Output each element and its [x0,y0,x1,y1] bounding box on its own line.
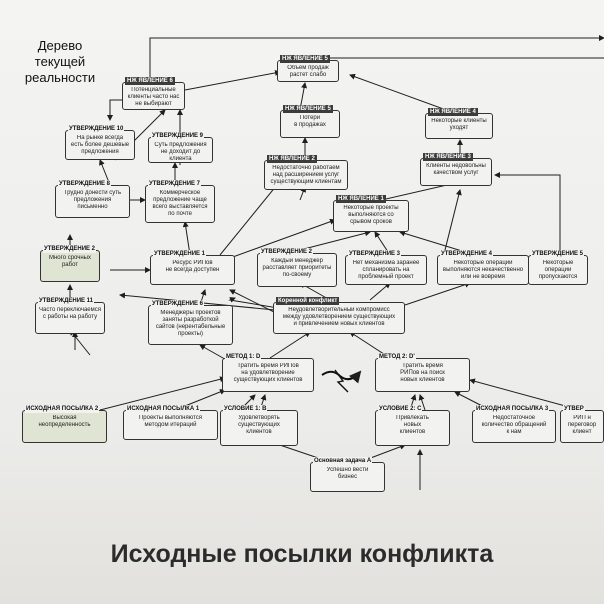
node-text: Некоторые проекты выполняются со срывом … [343,205,399,225]
node-u3: УТВЕРЖДЕНИЕ 3 Нет механизма заранее сплан… [345,250,427,285]
node-header: НЖ ЯВЛЕНИЕ 1 [336,195,386,203]
node-header: НЖ ЯВЛЕНИЕ 6 [125,77,175,85]
node-text: РИП н переговор клиент [567,415,597,435]
node-header: УТВЕРЖДЕНИЕ 6 [151,300,205,308]
node-header: УТВЕРЖДЕНИЕ 10 [68,125,125,133]
node-text: Объем продаж растет слабо [287,65,329,78]
node-text: Много срочных работ [48,255,91,268]
node-text: Некоторые клиенты уходят [431,118,487,131]
node-ne_mid: НЖ ЯВЛЕНИЕ 5 Потери в продажах [280,105,340,138]
node-text: Неудовлетворительный компромисс между уд… [282,307,396,327]
node-header: УТВЕРЖДЕНИЕ 5 [531,250,585,258]
node-header: НЖ ЯВЛЕНИЕ 4 [428,108,478,116]
node-u5: УТВЕРЖДЕНИЕ 5 Некоторые операции пропуска… [528,250,588,285]
node-header: ИСХОДНАЯ ПОСЫЛКА 1 [126,405,201,413]
node-text: Ресурс РИПов не всегда доступен [165,260,220,273]
node-header: УТВЕР [563,405,585,413]
diagram-title: Дерево текущей реальности [24,38,96,85]
node-text: Клиенты недовольны качеством услуг [426,163,486,176]
node-header: УСЛОВИЕ 1: B [223,405,268,413]
node-text: Каждый менеджер расставляет приоритеты п… [262,258,332,278]
node-text: Нет механизма заранее спланировать на пр… [352,260,420,280]
node-header: УТВЕРЖДЕНИЕ 9 [151,132,205,140]
node-header: УТВЕРЖДЕНИЕ 2 [260,248,314,256]
node-header: ИСХОДНАЯ ПОСЫЛКА 3 [475,405,550,413]
node-ne6: НЖ ЯВЛЕНИЕ 6 Потенциальные клиенты часто … [122,77,185,110]
node-text: Менеджеры проектов заняты разработкой са… [155,310,226,337]
node-c1: УСЛОВИЕ 1: B Удовлетворять существующих к… [220,405,298,446]
node-u9: УТВЕРЖДЕНИЕ 9 Суть предложения не доходит… [148,132,213,163]
node-u11: УТВЕРЖДЕНИЕ 11 Часто переключаемся с рабо… [35,297,105,334]
node-header: УТВЕРЖДЕНИЕ 4 [440,250,494,258]
node-header: УТВЕРЖДЕНИЕ 11 [38,297,95,305]
node-text: Суть предложения не доходит до клиента [154,142,207,161]
node-u8: УТВЕРЖДЕНИЕ 8 Трудно донести суть предлож… [55,180,130,218]
node-header: УТВЕРЖДЕНИЕ 2 [43,245,97,253]
node-u4: УТВЕРЖДЕНИЕ 4 Некоторые операции выполняю… [437,250,529,285]
node-ne3: НЖ ЯВЛЕНИЕ 3 Клиенты недовольны качеством… [420,153,492,186]
node-u2g: УТВЕРЖДЕНИЕ 2 Много срочных работ [40,245,100,282]
node-header: УТВЕРЖДЕНИЕ 3 [348,250,402,258]
node-text: Недостаточно работаем над расширением ус… [270,165,342,185]
node-ne5: НЖ ЯВЛЕНИЕ 5 Объем продаж растет слабо [277,55,339,82]
node-m1: МЕТОД 1: D Тратить время РИПов на удовлет… [222,353,314,392]
node-header: УСЛОВИЕ 2: C [378,405,423,413]
node-header: НЖ ЯВЛЕНИЕ 3 [423,153,473,161]
node-p2: ИСХОДНАЯ ПОСЫЛКА 2 Высокая неопределеннос… [22,405,107,443]
node-c2: УСЛОВИЕ 2: C Привлекать новых клиентов [375,405,450,446]
node-text: Удовлетворять существующих клиентов [238,415,280,435]
node-text: Некоторые операции пропускаются [538,260,578,280]
node-u6: УТВЕРЖДЕНИЕ 6 Менеджеры проектов заняты р… [148,300,233,345]
node-goal: Основная задача A Успешно вести бизнес [310,457,385,492]
node-pr: УТВЕР РИП н переговор клиент [560,405,604,443]
node-header: НЖ ЯВЛЕНИЕ 5 [283,105,333,113]
node-text: Часто переключаемся с работы на работу [38,307,101,320]
node-u10: УТВЕРЖДЕНИЕ 10 На рынке всегда есть более… [65,125,135,160]
node-header: УТВЕРЖДЕНИЕ 8 [58,180,112,188]
node-header: Основная задача A [313,457,373,465]
node-text: На рынке всегда есть более дешевые предл… [70,135,130,155]
node-text: Некоторые операции выполняются некачеств… [442,260,524,280]
node-text: Тратить время РИПов на поиск новых клиен… [400,363,445,383]
node-ne1: НЖ ЯВЛЕНИЕ 1 Некоторые проекты выполняютс… [333,195,409,232]
node-header: МЕТОД 2: D' [378,353,416,361]
node-u2: УТВЕРЖДЕНИЕ 2 Каждый менеджер расставляет… [257,248,337,287]
node-text: Недостаточное количество обращений к нам [481,415,547,435]
node-ne4: НЖ ЯВЛЕНИЕ 4 Некоторые клиенты уходят [425,108,493,139]
node-u1: УТВЕРЖДЕНИЕ 1 Ресурс РИПов не всегда дост… [150,250,235,285]
node-text: Проекты выполняются методом итераций [138,415,203,428]
node-header: УТВЕРЖДЕНИЕ 7 [148,180,202,188]
node-text: Высокая неопределенность [38,415,91,428]
node-header: НЖ ЯВЛЕНИЕ 5 [280,55,330,63]
node-p1: ИСХОДНАЯ ПОСЫЛКА 1 Проекты выполняются ме… [123,405,218,440]
node-text: Успешно вести бизнес [326,467,369,480]
node-u7: УТВЕРЖДЕНИЕ 7 Коммерческое предложение ча… [145,180,215,223]
node-text: Тратить время РИПов на удовлетворение су… [233,363,303,383]
node-p3: ИСХОДНАЯ ПОСЫЛКА 3 Недостаточное количест… [472,405,556,443]
node-m2: МЕТОД 2: D' Тратить время РИПов на поиск … [375,353,470,392]
node-text: Трудно донести суть предложения письменн… [63,190,122,210]
slide-caption: Исходные посылки конфликта [110,540,494,568]
node-header: Коренной конфликт [276,297,340,305]
node-text: Привлекать новых клиентов [396,415,429,435]
node-header: НЖ ЯВЛЕНИЕ 2 [267,155,317,163]
node-text: Коммерческое предложение чаще всего выст… [152,190,208,217]
node-text: Потенциальные клиенты часто нас не выбир… [127,87,180,107]
node-text: Потери в продажах [294,115,326,128]
node-ne2: НЖ ЯВЛЕНИЕ 2 Недостаточно работаем над ра… [264,155,348,190]
node-header: УТВЕРЖДЕНИЕ 1 [153,250,207,258]
node-header: ИСХОДНАЯ ПОСЫЛКА 2 [25,405,100,413]
node-header: МЕТОД 1: D [225,353,262,361]
